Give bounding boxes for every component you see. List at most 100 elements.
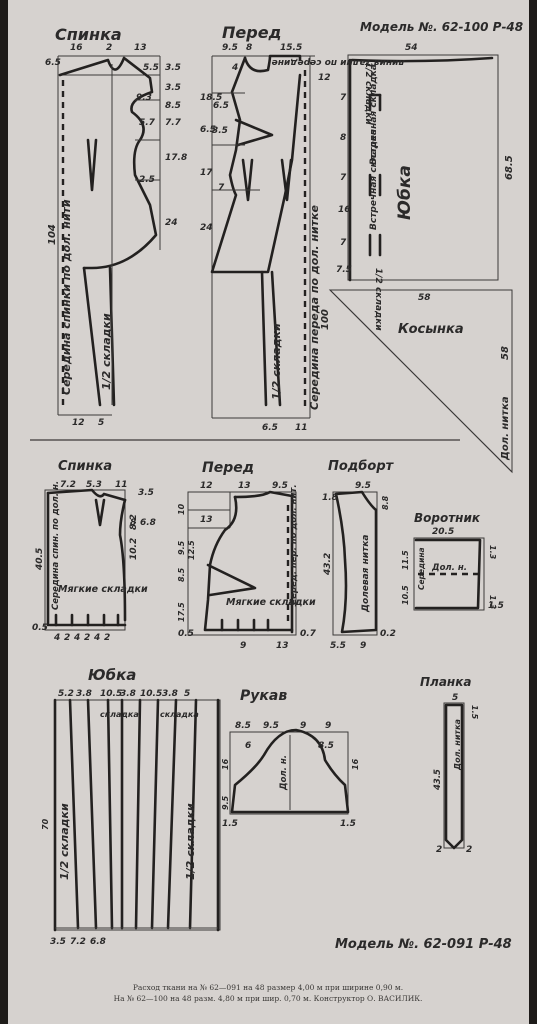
num: 10.5 <box>100 689 122 699</box>
num: 8.8 <box>381 495 390 510</box>
skirt-title-top: Юбка <box>395 165 415 220</box>
num: 7.2 <box>70 937 86 947</box>
num: 9.5 <box>222 43 238 53</box>
num: 11.5 <box>401 550 410 570</box>
num: 12 <box>318 73 331 83</box>
num: 0.2 <box>380 629 396 639</box>
num: 24 <box>165 218 178 228</box>
num: 8.5 <box>165 101 181 111</box>
num: 4 <box>53 633 60 643</box>
front-title-top: Перед <box>222 23 281 42</box>
num: 9.5 <box>272 481 288 491</box>
num: 13 <box>276 641 289 651</box>
kerchief-side: 58 <box>500 346 511 360</box>
num: 9.5 <box>177 540 186 555</box>
skirt-fold2-label: Встречная складка <box>369 129 379 230</box>
collar-grain: Дол. н. <box>431 563 467 573</box>
back-pleats-label: Мягкие складки <box>58 584 148 595</box>
num: 8.5 <box>177 567 186 582</box>
back-piece-bottom: Спинка 7.2 5.3 11 3.5 8 6.8 40.5 10.2 8.… <box>32 459 156 643</box>
num: 13 <box>238 481 251 491</box>
num: 18.5 <box>200 93 222 103</box>
back-center-label: Середина спинки по дол. нити <box>60 199 73 395</box>
strap-title: Планка <box>420 675 471 689</box>
num: 5.7 <box>139 118 156 128</box>
num: 2 <box>436 845 442 855</box>
skirt-piece-top: 54 линия талии по середине 1/2 складки В… <box>272 43 515 331</box>
num: 5 <box>98 418 104 428</box>
num: 10 <box>177 503 186 515</box>
skirt-piece-bottom: Юбка 5.2 3.8 10.5 3.8 10.5 3.8 5 70 3.5 … <box>41 666 221 947</box>
footer-line-2: На № 62—100 на 48 разм. 4,80 м при шир. … <box>114 994 423 1003</box>
front-center-label: Середина переда по дол. нитке <box>308 205 321 410</box>
front-pleats-label: Мягкие складки <box>226 597 316 608</box>
num: 15.5 <box>280 43 302 53</box>
num: 58 <box>418 293 431 303</box>
num: 13 <box>134 43 147 53</box>
skirt-inner-label: 1/2 складки <box>363 62 373 125</box>
skirt-fold1-label: Встречная складка <box>369 64 379 165</box>
front-piece-top: Перед 9.5 8 15.5 18.5 4 6.5 6.5 3.5 7 17… <box>200 23 331 433</box>
num: 0.5 <box>178 629 194 639</box>
num: 8.5 <box>318 741 334 751</box>
num: 20.5 <box>432 527 454 537</box>
num: 7 <box>340 93 347 103</box>
num: 0.5 <box>32 623 48 633</box>
sleeve-piece: Рукав 8.5 9.5 9 9 6 8.5 16 16 9.5 1.5 1.… <box>221 688 360 829</box>
num: 7.7 <box>165 118 182 128</box>
kerchief-grain: Дол. нитка <box>500 396 511 461</box>
num: 9.3 <box>136 93 152 103</box>
model-label-bottom: Модель №. 62-091 Р-48 <box>335 937 512 952</box>
back-piece-top: Спинка 6.5 16 2 13 5.5 3.5 9.3 5.7 2.5 3… <box>45 25 187 428</box>
num: 3.8 <box>120 689 136 699</box>
num: 1.5 <box>470 705 479 720</box>
num: 7 <box>218 183 225 193</box>
num: 8.5 <box>235 721 251 731</box>
num: 8 <box>340 133 346 143</box>
num: 40.5 <box>35 548 45 571</box>
num: 2 <box>64 633 70 643</box>
skirt-fold-top2: складка <box>160 710 199 719</box>
back-folds-label: 1/2 складки <box>100 313 113 390</box>
num: 16 <box>221 758 230 770</box>
num: 2 <box>84 633 90 643</box>
num: 17.8 <box>165 153 187 163</box>
skirt-fold-right: 1/2 складки <box>184 803 197 880</box>
num: 7 <box>340 173 347 183</box>
num: 0.7 <box>300 629 317 639</box>
num: 5.5 <box>330 641 346 651</box>
num: 8.2 <box>129 514 139 530</box>
back-title-top: Спинка <box>55 25 122 44</box>
num: 5 <box>184 689 190 699</box>
num: 10.5 <box>140 689 162 699</box>
num: 3.8 <box>162 689 178 699</box>
num: 5.3 <box>86 480 102 490</box>
collar-mid: Середина <box>417 547 426 590</box>
num: 2 <box>106 43 112 53</box>
num: 5 <box>452 693 458 703</box>
num: 43.5 <box>433 769 443 791</box>
num: 12 <box>200 481 213 491</box>
facing-grain: Долевая нитка <box>361 535 371 614</box>
num: 8 <box>130 518 136 528</box>
num: 6.5 <box>213 101 229 111</box>
num: 6.5 <box>200 125 216 135</box>
facing-title: Подборт <box>328 459 395 474</box>
num: 43.2 <box>323 553 333 576</box>
num: 1.5 <box>222 819 238 829</box>
num: 5.2 <box>58 689 74 699</box>
model-label-top: Модель №. 62-100 Р-48 <box>360 20 523 34</box>
num: 54 <box>405 43 418 53</box>
num: 4 <box>73 633 80 643</box>
num: 3.5 <box>138 488 154 498</box>
kerchief-title: Косынка <box>398 322 464 337</box>
back-title-bottom: Спинка <box>58 459 112 474</box>
num: 9.5 <box>355 481 371 491</box>
num: 6.8 <box>140 518 156 528</box>
num: 11 <box>295 423 308 433</box>
back-center-label-bottom: Середина спин. по дол. н. <box>51 481 61 610</box>
strap-grain: Дол. нитка <box>453 719 462 771</box>
front-folds-label: 1/2 складки <box>270 323 283 400</box>
num: 9.5 <box>221 795 230 810</box>
